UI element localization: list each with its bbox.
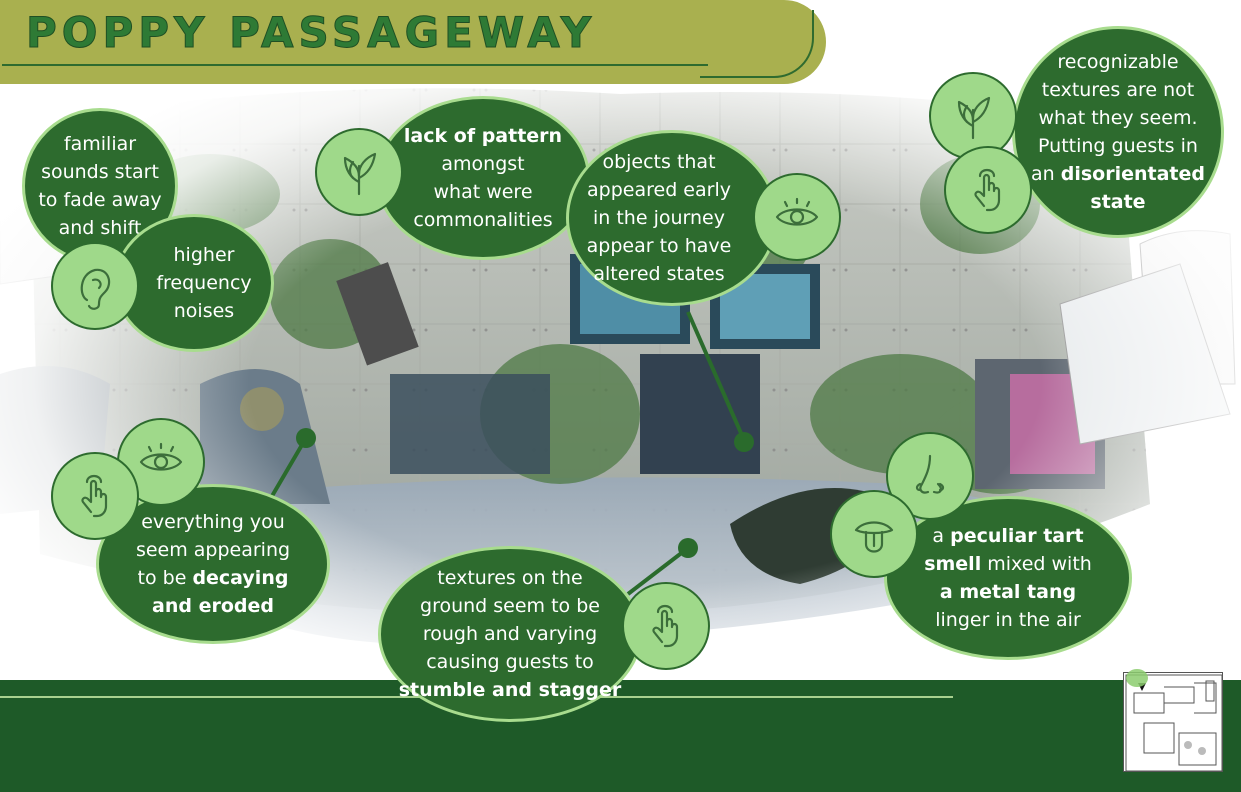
callout-line: textures are not (1041, 79, 1195, 101)
page-title: POPPY PASSAGEWAY (25, 8, 597, 58)
callout-decaying-eroded: everything you seem appearing to be deca… (96, 484, 330, 644)
callout-line: objects that (602, 151, 716, 173)
callout-line: Putting guests in (1038, 135, 1198, 157)
callout-line: to fade away (38, 189, 162, 211)
callout-line: causing guests to (426, 651, 594, 673)
ear-icon (51, 242, 139, 330)
callout-line: frequency (156, 272, 252, 294)
floor-plan-map (1123, 669, 1223, 772)
callout-line: familiar (63, 133, 137, 155)
floor-plan-drawing (1125, 674, 1223, 772)
callout-line: and shift (58, 217, 142, 239)
callout-peculiar-smell: a peculiar tart smell mixed with a metal… (884, 496, 1132, 660)
hand-touch-icon (51, 452, 139, 540)
hand-touch-icon (944, 146, 1032, 234)
callout-line: in the journey (593, 207, 725, 229)
callout-line: a (932, 525, 951, 547)
eye-icon (753, 173, 841, 261)
callout-line: rough and varying (422, 623, 598, 645)
callout-line: noises (173, 300, 235, 322)
callout-objects-altered: objects that appeared early in the journ… (566, 130, 778, 306)
footer-band (0, 680, 1241, 792)
tongue-icon (830, 490, 918, 578)
callout-bold: stumble and stagger (398, 679, 622, 701)
banner-curve-line (700, 10, 814, 78)
plant-icon (315, 128, 403, 216)
banner-underline (2, 64, 708, 66)
marker-dot-objects (734, 432, 754, 452)
callout-line: appeared early (587, 179, 731, 201)
callout-line: what were (433, 181, 533, 203)
callout-line: seem appearing (135, 539, 291, 561)
callout-line: what they seem. (1038, 107, 1198, 129)
nose-icon (886, 432, 974, 520)
callout-line: to be (137, 567, 193, 589)
marker-dot-decay (296, 428, 316, 448)
callout-bold: decaying (192, 567, 289, 589)
callout-line: appear to have (586, 235, 732, 257)
callout-line: linger in the air (935, 609, 1081, 631)
callout-bold: disorientated (1060, 163, 1205, 185)
callout-line: textures on the (437, 567, 583, 589)
callout-line: commonalities (413, 209, 553, 231)
plant-icon (929, 72, 1017, 160)
marker-dot-ground (678, 538, 698, 558)
callout-line: recognizable (1057, 51, 1179, 73)
callout-line: everything you (141, 511, 285, 533)
callout-bold: state (1090, 191, 1146, 213)
hand-touch-icon (622, 582, 710, 670)
title-banner (0, 0, 826, 84)
callout-bold: lack of pattern (403, 125, 563, 147)
callout-line: higher (173, 244, 235, 266)
callout-ground-textures: textures on the ground seem to be rough … (378, 546, 642, 722)
callout-line: altered states (593, 263, 725, 285)
callout-bold: peculiar tart (950, 525, 1084, 547)
callout-line: mixed with (981, 553, 1092, 575)
callout-bold: smell (924, 553, 982, 575)
callout-lack-of-pattern: lack of pattern amongst what were common… (376, 96, 590, 260)
map-location-highlight (1126, 669, 1148, 687)
callout-line: an (1031, 163, 1061, 185)
callout-bold: a metal tang (939, 581, 1077, 603)
callout-line: ground seem to be (420, 595, 600, 617)
callout-higher-frequency: higher frequency noises (114, 214, 274, 352)
callout-bold: and eroded (152, 595, 274, 617)
callout-line: sounds start (41, 161, 159, 183)
callout-recognizable-textures: recognizable textures are not what they … (1012, 26, 1224, 238)
callout-line: amongst (441, 153, 525, 175)
